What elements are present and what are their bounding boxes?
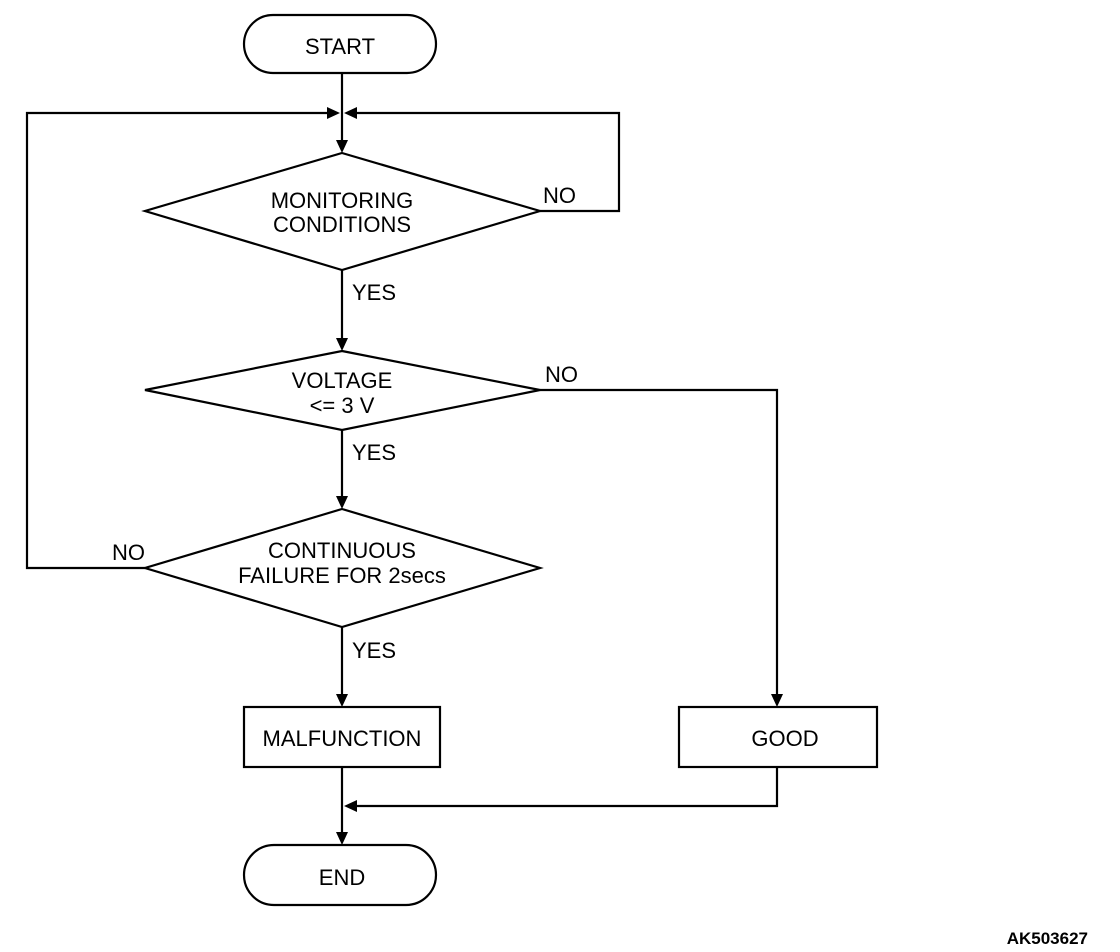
malfunction-label: MALFUNCTION: [263, 726, 422, 751]
start-node: START: [242, 13, 438, 75]
arrow-to-monitoring: [336, 140, 348, 153]
edge-good-to-end: [352, 767, 779, 808]
malfunction-node: MALFUNCTION: [242, 705, 442, 769]
figure-code: AK503627: [1007, 929, 1088, 948]
voltage-yes-label: YES: [352, 440, 396, 465]
arrow-to-end: [336, 832, 348, 845]
monitoring-label-line2: CONDITIONS: [273, 212, 411, 237]
monitoring-conditions-decision: MONITORING CONDITIONS: [141, 151, 544, 272]
end-label: END: [319, 865, 365, 890]
connectors: [25, 73, 783, 845]
monitoring-no-label: NO: [543, 183, 576, 208]
arrow-to-failure: [336, 496, 348, 509]
failure-yes-label: YES: [352, 638, 396, 663]
arrow-to-voltage: [336, 338, 348, 351]
good-label: GOOD: [751, 726, 818, 751]
edge-voltage-no: [540, 388, 779, 699]
failure-label-line1: CONTINUOUS: [268, 538, 416, 563]
arrow-good-merge: [344, 800, 357, 812]
edge-monitoring-no-loop: [352, 111, 621, 213]
monitoring-yes-label: YES: [352, 280, 396, 305]
edge-failure-no-loop: [25, 111, 332, 570]
failure-label-line2: FAILURE FOR 2secs: [238, 563, 446, 588]
voltage-label-line2: <= 3 V: [310, 393, 375, 418]
good-node: GOOD: [677, 705, 879, 769]
arrow-to-malfunction: [336, 694, 348, 707]
arrow-failure-no-loop: [327, 107, 340, 119]
arrow-monitoring-no-loop: [344, 107, 357, 119]
arrow-to-good: [771, 694, 783, 707]
failure-no-label: NO: [112, 540, 145, 565]
voltage-no-label: NO: [545, 362, 578, 387]
start-label: START: [305, 34, 375, 59]
monitoring-label-line1: MONITORING: [271, 188, 414, 213]
voltage-decision: VOLTAGE <= 3 V: [144, 349, 541, 432]
continuous-failure-decision: CONTINUOUS FAILURE FOR 2secs: [141, 507, 544, 629]
end-node: END: [242, 843, 438, 907]
voltage-label-line1: VOLTAGE: [292, 368, 393, 393]
